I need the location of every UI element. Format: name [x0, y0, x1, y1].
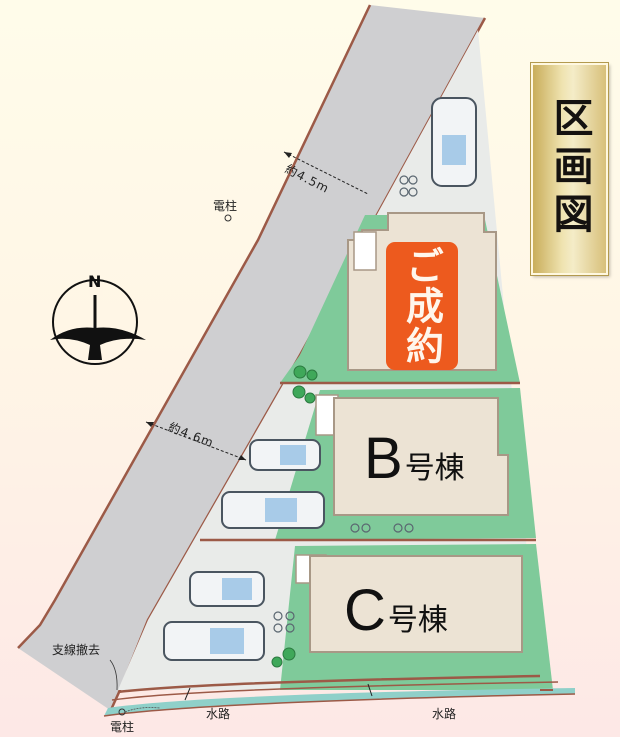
sold-status-badge: ご成約	[386, 242, 458, 370]
building-c-letter: C	[344, 578, 386, 643]
building-c-suffix: 号棟	[387, 603, 448, 638]
waterway-label-left: 水路	[206, 707, 231, 721]
waterway-label-right: 水路	[432, 707, 457, 721]
utility-pole-label-top: 電柱	[213, 199, 238, 213]
car-icon	[249, 439, 321, 471]
dimension-lines	[145, 151, 369, 461]
sold-status-label: ご成約	[399, 246, 444, 366]
bicycle-icon	[273, 175, 418, 633]
utility-pole-label-bottom: 電柱	[110, 720, 135, 734]
car-icon	[163, 621, 265, 661]
waterway	[103, 674, 576, 717]
page-title: 区画図	[546, 97, 594, 241]
building-b-suffix: 号棟	[404, 451, 465, 486]
car-icon	[189, 571, 265, 607]
car-icon	[221, 491, 325, 529]
title-plate: 区画図	[531, 63, 608, 275]
car-icon	[431, 97, 477, 187]
lot-c	[280, 544, 553, 690]
utility-pole-icon	[224, 214, 232, 222]
compass-icon	[50, 279, 146, 365]
building-c-label: C 号棟	[344, 582, 448, 640]
guy-wire-removal-label: 支線撤去	[52, 643, 101, 657]
compass-north-label: N	[88, 272, 102, 291]
tree-icon	[271, 365, 318, 668]
building-b-label: B 号棟	[364, 430, 465, 488]
lot-b	[200, 388, 536, 542]
building-b-letter: B	[364, 426, 403, 491]
